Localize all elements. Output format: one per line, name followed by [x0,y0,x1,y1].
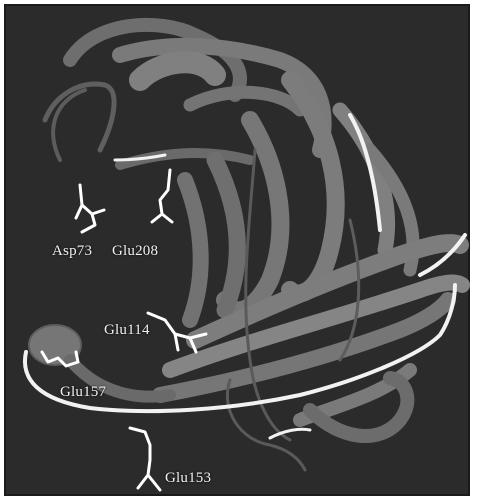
label-glu208: Glu208 [112,243,158,260]
loop-bottom-thin [227,380,305,470]
label-asp73: Asp73 [52,243,92,260]
glu208-sticks [152,170,172,222]
strand-top-blob [140,62,215,80]
strand-mid-upper [190,92,300,110]
label-glu157: Glu157 [60,384,106,401]
strand-sheet-3 [215,160,237,310]
strand-sheet-4 [185,180,201,320]
asp73-sticks [76,185,104,232]
label-glu114: Glu114 [104,322,150,339]
glu153-sticks [130,428,160,490]
label-glu153: Glu153 [165,470,211,487]
